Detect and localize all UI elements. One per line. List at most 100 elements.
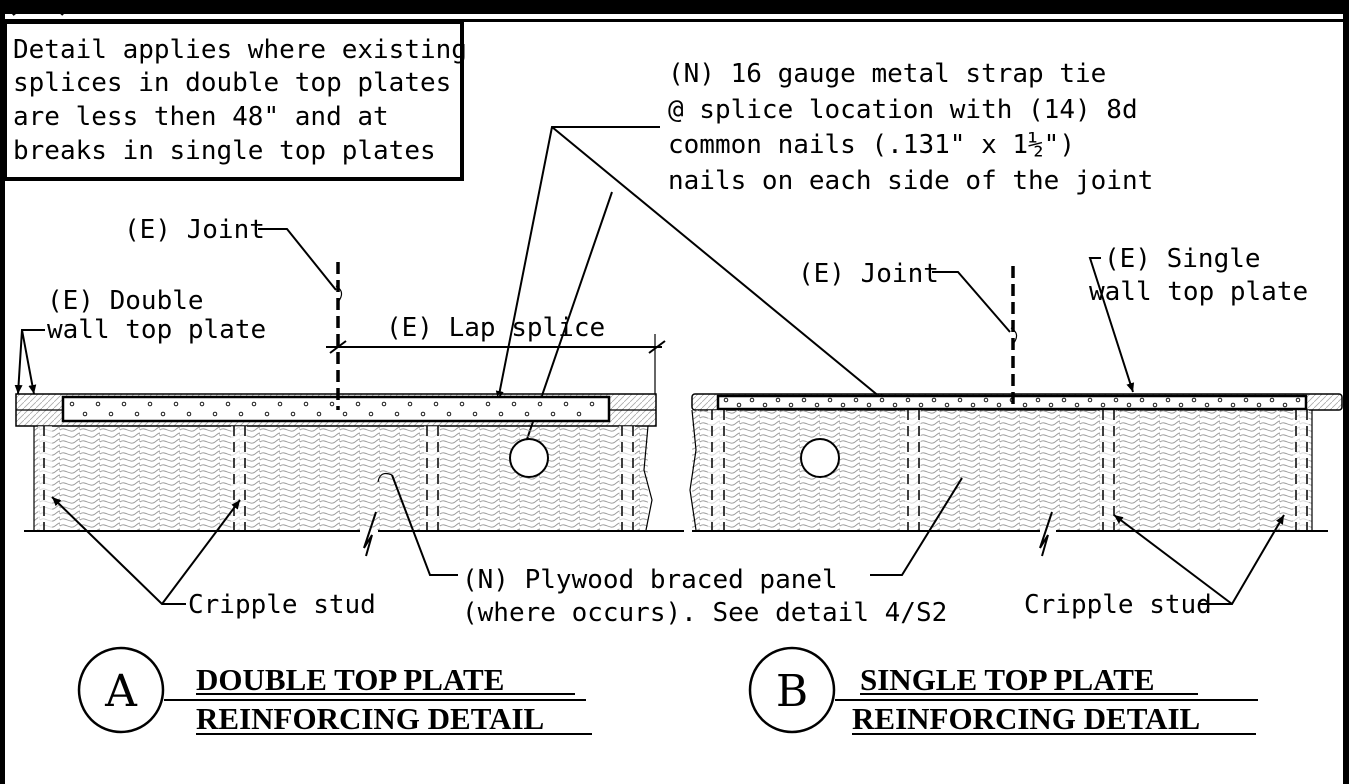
nail-dot (238, 411, 244, 417)
nail-dot (498, 411, 504, 417)
nail-dot (957, 397, 963, 403)
nail-dot (905, 397, 911, 403)
nail-dot (394, 411, 400, 417)
detail-b-annotations: (E) Joint (E) Single wall top plate Crip… (798, 244, 1308, 620)
nail-dot (801, 397, 807, 403)
cripple-stud-label-a: Cripple stud (188, 590, 376, 620)
detail-b-title: B SINGLE TOP PLATE REINFORCING DETAIL (748, 646, 1258, 736)
nail-dot (749, 397, 755, 403)
nail-dot (1152, 402, 1158, 408)
detail-a-bubble (77, 646, 165, 734)
nail-dot (550, 411, 556, 417)
nail-dot (1165, 397, 1171, 403)
nail-dot (827, 397, 833, 403)
nail-dot (147, 401, 153, 407)
lap-splice-label: (E) Lap splice (386, 313, 605, 343)
nail-dot (446, 411, 452, 417)
strap-leader-b (551, 126, 887, 403)
nail-dot (814, 402, 820, 408)
nail-dot (1113, 397, 1119, 403)
cripple-leader-a2 (161, 499, 241, 605)
nail-dot (723, 397, 729, 403)
plywood-leader-a (391, 474, 458, 576)
nail-dot (1269, 397, 1275, 403)
applicability-note-box: Detail applies where existing splices in… (3, 20, 467, 181)
detail-b-elevation (689, 266, 1343, 557)
nail-dot (762, 402, 768, 408)
nail-dot (420, 411, 426, 417)
note-line-2: splices in double top plates (13, 68, 451, 98)
nail-dot (82, 411, 88, 417)
plywood-callout: (N) Plywood braced panel (where occurs).… (377, 472, 963, 628)
detail-a-title-line-2: REINFORCING DETAIL (196, 701, 544, 736)
nail-dot (576, 411, 582, 417)
detail-a-title: A DOUBLE TOP PLATE REINFORCING DETAIL (77, 646, 592, 736)
nail-dot (892, 402, 898, 408)
joint-label-a: (E) Joint (124, 215, 265, 245)
nail-dot (1139, 397, 1145, 403)
nail-dot (186, 411, 192, 417)
detail-b-letter: B (776, 666, 808, 717)
nail-dot (1256, 402, 1262, 408)
nail-dot (1048, 402, 1054, 408)
nail-dot (212, 411, 218, 417)
nail-dot (1100, 402, 1106, 408)
nail-dot (459, 401, 465, 407)
nail-dot (788, 402, 794, 408)
note-line-4: breaks in single top plates (13, 136, 436, 166)
wall-a-body (34, 426, 648, 530)
nail-dot (1074, 402, 1080, 408)
single-plate-label-1: (E) Single (1104, 244, 1261, 274)
double-plate-label-1: (E) Double (47, 286, 204, 316)
joint-label-b: (E) Joint (798, 259, 939, 289)
strap-nails-a (69, 401, 595, 417)
nail-dot (316, 411, 322, 417)
nail-dot (1178, 402, 1184, 408)
nail-dot (303, 401, 309, 407)
nail-dot (95, 401, 101, 407)
nail-dot (368, 411, 374, 417)
detail-a-letter: A (104, 666, 138, 717)
nail-dot (433, 401, 439, 407)
nail-dot (589, 401, 595, 407)
note-line-1: Detail applies where existing (13, 35, 467, 65)
double-plate-label-2: wall top plate (47, 315, 266, 345)
strap-tie-a (61, 395, 611, 423)
note-line-3: are less then 48" and at (13, 102, 389, 132)
nail-dot (537, 401, 543, 407)
nail-dot (853, 397, 859, 403)
studs-b (708, 410, 1309, 530)
nail-dot (1022, 402, 1028, 408)
nail-dot (511, 401, 517, 407)
nail-dot (1230, 402, 1236, 408)
detail-a-title-line-1: DOUBLE TOP PLATE (196, 662, 504, 697)
strap-callout-line-3: common nails (.131" x 1½") (668, 130, 1075, 160)
nail-dot (264, 411, 270, 417)
nail-dot (355, 401, 361, 407)
nail-dot (918, 402, 924, 408)
nail-dot (1087, 397, 1093, 403)
joint-leader-b (932, 271, 1011, 333)
detail-b-title-line-1: SINGLE TOP PLATE (860, 662, 1155, 697)
nail-dot (485, 401, 491, 407)
nail-dot (329, 401, 335, 407)
nail-dot (407, 401, 413, 407)
nail-dot (134, 411, 140, 417)
detail-a-annotations: (E) Joint (E) Double wall top plate (E) … (14, 215, 605, 620)
plywood-line-1: (N) Plywood braced panel (462, 565, 838, 595)
detail-b-bubble (748, 646, 836, 734)
nail-dot (736, 402, 742, 408)
nail-dot (1243, 397, 1249, 403)
nail-dot (866, 402, 872, 408)
detail-b-title-line-2: REINFORCING DETAIL (852, 701, 1200, 736)
nail-dot (931, 397, 937, 403)
plywood-line-2: (where occurs). See detail 4/S2 (462, 598, 947, 628)
nail-dot (1282, 402, 1288, 408)
nail-dot (1061, 397, 1067, 403)
nail-dot (277, 401, 283, 407)
pipe-hole-a (509, 438, 549, 478)
nail-dot (879, 397, 885, 403)
nail-dot (1295, 397, 1301, 403)
